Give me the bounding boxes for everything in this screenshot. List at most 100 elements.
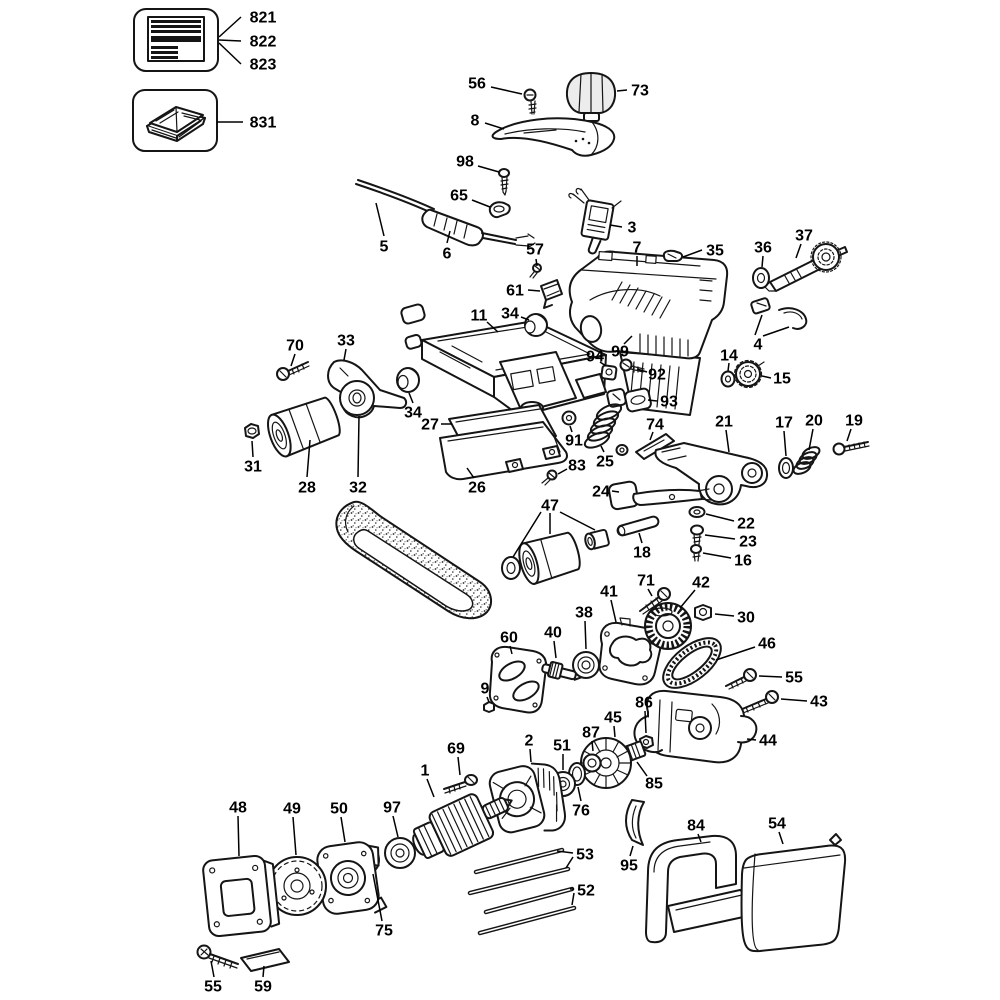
leader-43 bbox=[780, 698, 808, 702]
callout-24: 24 bbox=[592, 484, 610, 501]
leader-15 bbox=[761, 375, 772, 379]
spring-20 bbox=[792, 446, 821, 475]
clip-65 bbox=[488, 201, 511, 219]
drive-belt-46 bbox=[662, 637, 722, 689]
callout-27: 27 bbox=[421, 417, 439, 434]
screw-57 bbox=[529, 263, 542, 279]
leader-75 bbox=[372, 873, 383, 922]
callout-19: 19 bbox=[845, 413, 863, 430]
callout-86: 86 bbox=[635, 695, 653, 712]
bearing-38 bbox=[572, 651, 600, 679]
callout-43: 43 bbox=[810, 694, 828, 711]
product-labels-box bbox=[133, 8, 219, 72]
tracking-lever-24 bbox=[608, 480, 712, 511]
leader-9 bbox=[486, 696, 490, 703]
leader-57 bbox=[535, 258, 538, 267]
leader-99 bbox=[623, 335, 633, 345]
washer-14 bbox=[720, 370, 736, 388]
callout-59: 59 bbox=[254, 979, 272, 996]
callout-74: 74 bbox=[646, 417, 664, 434]
bearing-87 bbox=[582, 753, 602, 773]
clip-61 bbox=[540, 279, 563, 309]
leader-20 bbox=[808, 428, 814, 451]
leader-33 bbox=[343, 348, 347, 361]
tension-arm-21 bbox=[654, 442, 769, 506]
leader-69 bbox=[457, 756, 461, 776]
instruction-manual-icon bbox=[146, 106, 206, 142]
callout-95: 95 bbox=[620, 858, 638, 875]
bracket-33 bbox=[327, 359, 408, 419]
instruction-manual-box bbox=[132, 89, 218, 152]
screw-16 bbox=[690, 544, 702, 562]
leader-14 bbox=[727, 362, 730, 372]
leader-74 bbox=[649, 431, 654, 441]
leader-55 bbox=[210, 960, 215, 978]
leader-45 bbox=[613, 725, 616, 738]
callout-94: 94 bbox=[586, 349, 604, 366]
cover-plate-60 bbox=[488, 645, 548, 714]
leader-55 bbox=[758, 675, 783, 678]
brush-rods-53 bbox=[467, 847, 571, 896]
callout-9: 9 bbox=[481, 681, 490, 698]
leader-31 bbox=[251, 440, 254, 458]
leader-26 bbox=[466, 467, 475, 479]
screw-19 bbox=[832, 441, 870, 456]
leader-38 bbox=[584, 620, 587, 650]
callout-18: 18 bbox=[633, 545, 651, 562]
leader-40 bbox=[553, 640, 557, 659]
end-cap-48 bbox=[202, 854, 281, 938]
leader-70 bbox=[290, 353, 296, 367]
callout-42: 42 bbox=[692, 575, 710, 592]
callout-41: 41 bbox=[600, 584, 618, 601]
callout-84: 84 bbox=[687, 818, 705, 835]
leader-34 bbox=[408, 392, 414, 404]
callout-98: 98 bbox=[456, 154, 474, 171]
callout-83: 83 bbox=[568, 458, 586, 475]
leader-23 bbox=[704, 534, 736, 540]
callout-48: 48 bbox=[229, 800, 247, 817]
leader-36 bbox=[761, 255, 764, 268]
nut-30 bbox=[694, 604, 712, 621]
leader-56 bbox=[490, 86, 523, 95]
callout-99: 99 bbox=[611, 344, 629, 361]
callout-15: 15 bbox=[773, 371, 791, 388]
fan-baffle-49 bbox=[263, 856, 327, 916]
callout-821: 821 bbox=[250, 10, 277, 27]
screw-71 bbox=[639, 587, 671, 615]
leader-83 bbox=[557, 468, 568, 475]
spindle-40 bbox=[541, 661, 583, 681]
leader-49 bbox=[292, 816, 297, 856]
leader-2 bbox=[529, 748, 532, 763]
callout-54: 54 bbox=[768, 816, 786, 833]
callout-61: 61 bbox=[506, 283, 524, 300]
brush-rods-52 bbox=[477, 886, 577, 936]
leader-30 bbox=[714, 613, 735, 617]
leader-52 bbox=[571, 892, 575, 906]
callout-34: 34 bbox=[404, 405, 422, 422]
leader-48 bbox=[237, 815, 240, 857]
callout-25: 25 bbox=[596, 454, 614, 471]
ring-91 bbox=[561, 410, 577, 426]
leader-34 bbox=[520, 316, 530, 321]
callout-7: 7 bbox=[633, 240, 642, 257]
leader-821 bbox=[218, 16, 242, 38]
callout-33: 33 bbox=[337, 333, 355, 350]
gear-housing-44 bbox=[633, 689, 758, 764]
callout-831: 831 bbox=[250, 115, 277, 132]
gear-15 bbox=[733, 359, 765, 389]
callout-28: 28 bbox=[298, 480, 316, 497]
bearing-34a bbox=[524, 313, 548, 337]
nut-9 bbox=[483, 701, 495, 713]
leader-37 bbox=[795, 243, 802, 259]
leader-65 bbox=[471, 199, 491, 208]
dust-box-54 bbox=[740, 833, 847, 953]
callout-3: 3 bbox=[628, 220, 637, 237]
leader-18 bbox=[638, 532, 643, 544]
callout-92: 92 bbox=[648, 367, 666, 384]
belt-guard-84 bbox=[645, 834, 757, 944]
leader-91 bbox=[569, 425, 573, 433]
leader-59 bbox=[262, 965, 265, 978]
callout-91: 91 bbox=[565, 433, 583, 450]
clip-35 bbox=[662, 249, 684, 262]
callout-55: 55 bbox=[204, 979, 222, 996]
